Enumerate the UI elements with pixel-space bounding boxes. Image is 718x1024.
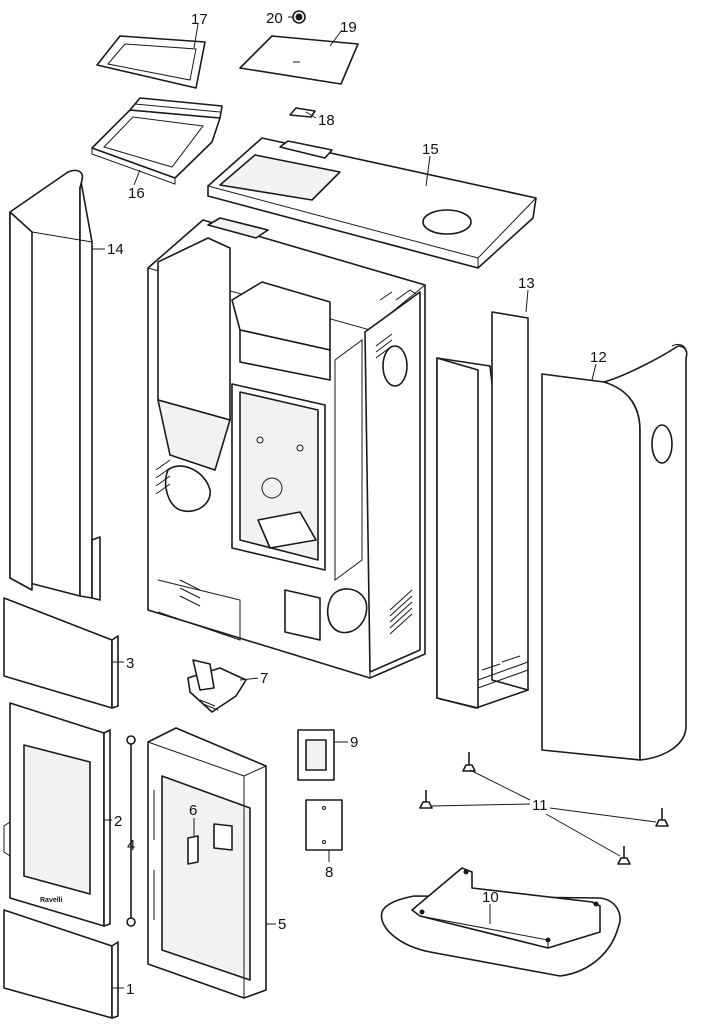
callout-5: 5 [278, 916, 286, 933]
callout-3: 3 [126, 655, 134, 672]
stove-body [147, 217, 426, 679]
callout-20: 20 [266, 10, 283, 27]
callout-7: 7 [260, 670, 268, 687]
callout-1: 1 [126, 981, 134, 998]
part-19-lid-plate [239, 35, 359, 85]
part-17-top-frame [96, 35, 206, 89]
callout-labels: 17 20 19 18 16 15 14 13 12 3 7 9 2 4 6 5… [107, 10, 607, 998]
leader-lines [92, 16, 657, 989]
callout-6: 6 [189, 802, 197, 819]
part-14-left-side-panel [9, 169, 101, 601]
callout-14: 14 [107, 241, 124, 258]
callout-16: 16 [128, 185, 145, 202]
callout-4: 4 [127, 837, 135, 854]
part-11-feet [419, 752, 669, 865]
callout-13: 13 [518, 275, 535, 292]
part-13-right-inner-panel [436, 311, 529, 709]
callout-2: 2 [114, 813, 122, 830]
part-20-knob [292, 10, 306, 24]
callout-11: 11 [532, 797, 548, 814]
part-16-hopper-lid [91, 97, 223, 185]
door-brand-mark: Ravelli [40, 897, 63, 904]
part-8-cover-plate [305, 799, 343, 851]
callout-19: 19 [340, 19, 357, 36]
callout-12: 12 [590, 349, 607, 366]
callout-8: 8 [325, 864, 333, 881]
part-15-top-cover [207, 137, 537, 269]
part-2-door: Ravelli [3, 702, 111, 927]
callout-15: 15 [422, 141, 439, 158]
part-18-bracket [289, 107, 316, 118]
part-3-front-panel [3, 597, 119, 709]
part-9-plate [297, 729, 335, 781]
part-5-front-frame [147, 727, 267, 999]
callout-18: 18 [318, 112, 335, 129]
callout-17: 17 [191, 11, 208, 28]
callout-10: 10 [482, 889, 499, 906]
part-12-right-side-panel [541, 343, 688, 761]
part-4-hinge-rod [126, 735, 136, 927]
callout-9: 9 [350, 734, 358, 751]
part-7-ash-pan [187, 659, 247, 713]
part-1-bottom-panel [3, 909, 119, 1019]
part-10-base-plate [380, 867, 621, 977]
